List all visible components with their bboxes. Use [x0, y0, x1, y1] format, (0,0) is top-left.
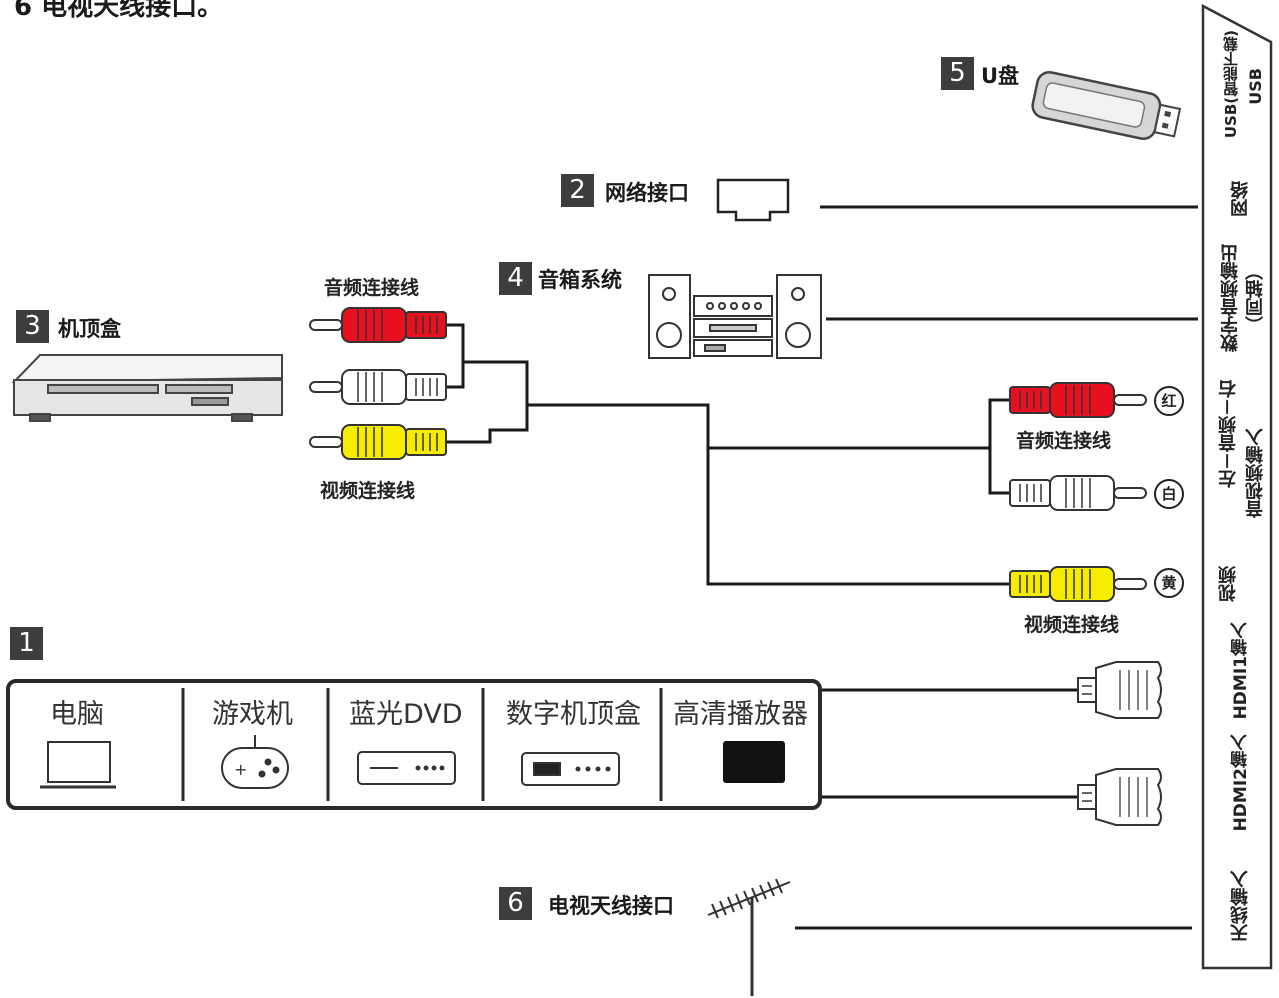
- hdmi-connector-2: [1077, 768, 1162, 826]
- panel-label-hdmi2: HDMI2输入: [1231, 734, 1251, 832]
- panel-label-digital-audio: 数字音频输出: [1220, 244, 1241, 352]
- speaker-system-label: 音箱系统: [538, 268, 622, 292]
- panel-label-network: 网络: [1230, 181, 1251, 217]
- rca-plug-left-white: [309, 369, 447, 405]
- av-left-main: [463, 360, 710, 448]
- device-label-computer: 电脑: [50, 699, 104, 730]
- left-audio-cable-label: 音频连接线: [324, 277, 420, 299]
- usb-drive-illustration: [1031, 70, 1182, 141]
- bluray-player-icon: [357, 751, 456, 785]
- av-right-video-route: [706, 448, 1010, 586]
- device-label-hd-player: 高清播放器: [673, 699, 808, 730]
- callout-badge-usb: 5: [941, 57, 974, 90]
- speaker-system-illustration: [648, 274, 822, 359]
- panel-label-digital-audio-sub: （同轴）: [1245, 262, 1266, 334]
- device-label-game-console: 游戏机: [212, 699, 293, 730]
- rca-plug-right-yellow: [1009, 566, 1147, 602]
- panel-label-av-audio: 左－音频－右: [1218, 380, 1239, 488]
- right-video-cable-label: 视频连接线: [1024, 614, 1120, 636]
- panel-label-antenna: 天线输入: [1230, 870, 1251, 942]
- game-controller-icon: +: [221, 735, 289, 789]
- panel-label-hdmi1: HDMI1输入: [1231, 622, 1251, 720]
- av-left-audio-bundle: [446, 323, 465, 389]
- plug-tag-red: 红: [1154, 386, 1184, 416]
- network-port-label: 网络接口: [605, 181, 689, 205]
- callout-badge-set-top-box: 3: [16, 310, 49, 343]
- panel-label-av-group: 音视频输入: [1245, 428, 1266, 518]
- digital-set-top-box-icon: [521, 752, 620, 786]
- svg-text:+: +: [234, 760, 247, 779]
- callout-badge-antenna: 6: [499, 887, 532, 920]
- plug-tag-white: 白: [1154, 479, 1184, 509]
- antenna-icon: [707, 878, 791, 996]
- callout-badge-speakers: 4: [499, 262, 532, 295]
- panel-label-usb-sub: USB: [1246, 68, 1265, 105]
- device-dividers: [181, 688, 663, 801]
- panel-label-usb: USB(智能下载): [1222, 30, 1240, 139]
- rca-plug-right-white: [1009, 475, 1147, 511]
- tv-side-panel: [1201, 3, 1273, 970]
- av-left-video-route: [446, 405, 529, 444]
- device-label-bluray-dvd: 蓝光DVD: [349, 699, 463, 730]
- left-video-cable-label: 视频连接线: [320, 480, 416, 502]
- usb-drive-label: U盘: [981, 64, 1020, 88]
- av-right-white: [988, 448, 1010, 495]
- hdmi-connector-1: [1077, 661, 1162, 719]
- connection-lines: [446, 205, 1198, 930]
- callout-badge-network: 2: [561, 174, 594, 207]
- device-label-digital-set-top-box: 数字机顶盒: [506, 699, 641, 730]
- plug-tag-yellow: 黄: [1154, 568, 1184, 598]
- rca-plug-right-red: [1009, 382, 1147, 418]
- computer-icon: [40, 741, 116, 789]
- panel-label-av-video: 视频: [1218, 566, 1239, 602]
- network-port-icon: [716, 178, 790, 222]
- av-right-audio-route: [708, 398, 1010, 450]
- rca-plug-left-yellow: [309, 424, 447, 460]
- antenna-label: 电视天线接口: [548, 894, 674, 918]
- rca-plug-left-red: [309, 307, 447, 343]
- set-top-box-label: 机顶盒: [58, 317, 121, 341]
- hd-player-icon: [723, 741, 785, 783]
- callout-badge-hdmi-devices: 1: [10, 627, 43, 660]
- page-title: 6 电视天线接口。: [14, 0, 224, 22]
- set-top-box-illustration: [11, 354, 283, 422]
- right-audio-cable-label: 音频连接线: [1016, 430, 1112, 452]
